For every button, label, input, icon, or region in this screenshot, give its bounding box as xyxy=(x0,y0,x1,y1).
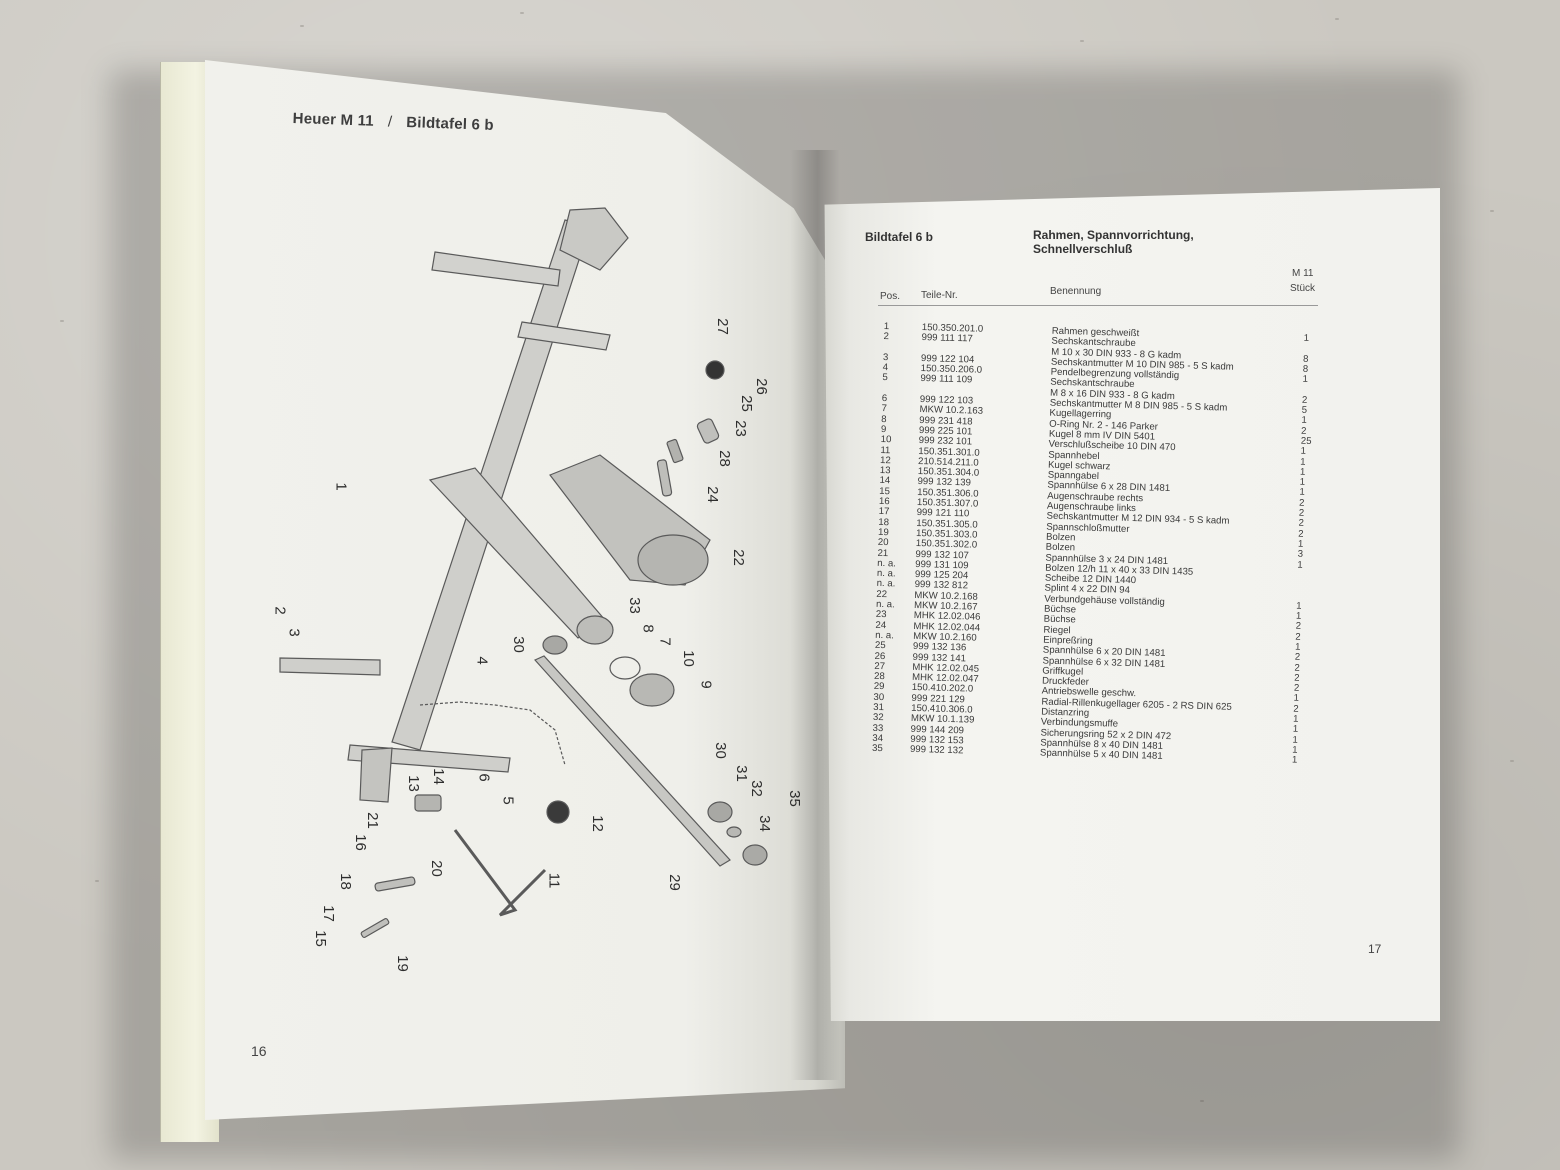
callout-5: 5 xyxy=(499,796,517,805)
callout-9: 9 xyxy=(697,680,715,689)
bearing-lower xyxy=(707,801,733,823)
kugel-schwarz xyxy=(546,800,570,824)
callout-30-upper: 30 xyxy=(509,636,527,653)
augenschraube xyxy=(360,918,390,938)
verbindungsmuffe xyxy=(742,844,768,866)
callout-4: 4 xyxy=(473,656,491,665)
callout-27: 27 xyxy=(713,318,731,335)
column-header-name: Benennung xyxy=(1050,286,1102,297)
callout-25: 25 xyxy=(737,395,755,412)
callout-6: 6 xyxy=(475,773,493,782)
spanngabel xyxy=(414,794,442,812)
callout-24: 24 xyxy=(703,486,721,503)
parts-row-pos: 35 xyxy=(871,743,883,755)
table-speck xyxy=(300,25,304,27)
callout-10: 10 xyxy=(679,650,697,667)
callout-30-lower: 30 xyxy=(711,742,729,759)
spannschloss xyxy=(374,876,416,892)
frame-top-bracket xyxy=(559,207,629,271)
parts-row-qty: 1 xyxy=(1291,754,1298,766)
callout-34: 34 xyxy=(755,815,773,832)
griffkugel xyxy=(705,360,725,380)
table-speck xyxy=(1335,18,1339,20)
header-rule xyxy=(878,305,1318,306)
callout-22: 22 xyxy=(729,549,747,566)
right-page xyxy=(824,188,1440,1021)
table-speck xyxy=(520,12,524,14)
callout-15: 15 xyxy=(311,930,329,947)
parts-list-title: Rahmen, Spannvorrichtung, Schnellverschl… xyxy=(1033,228,1194,256)
table-speck xyxy=(1200,1100,1204,1102)
callout-29: 29 xyxy=(665,874,683,891)
header-plate: Bildtafel 6 b xyxy=(405,113,495,135)
callout-11: 11 xyxy=(545,872,563,889)
callout-18: 18 xyxy=(336,873,354,890)
table-speck xyxy=(1490,210,1494,212)
callout-12: 12 xyxy=(588,815,606,832)
callout-8: 8 xyxy=(639,624,657,633)
bearing-upper xyxy=(542,635,568,655)
druckfeder xyxy=(666,438,684,464)
callout-2: 2 xyxy=(271,606,289,615)
callout-13: 13 xyxy=(404,775,422,792)
callout-20: 20 xyxy=(427,860,445,877)
table-speck xyxy=(1510,760,1514,762)
parts-list-plate-label: Bildtafel 6 b xyxy=(865,230,934,244)
column-header-part-no: Teile-Nr. xyxy=(921,290,958,301)
callout-19: 19 xyxy=(393,955,411,972)
frame-bottom-foot xyxy=(359,747,393,803)
left-page xyxy=(205,60,845,1120)
frame-tube-end xyxy=(576,615,614,645)
callout-1: 1 xyxy=(332,482,350,491)
callout-14: 14 xyxy=(429,768,447,785)
riegel xyxy=(656,459,673,497)
drive-shaft xyxy=(534,655,731,867)
callout-16: 16 xyxy=(351,834,369,851)
callout-32: 32 xyxy=(747,780,765,797)
callout-3: 3 xyxy=(285,628,303,637)
frame-lower-cross xyxy=(279,657,381,676)
page-number-left: 16 xyxy=(251,1043,267,1059)
callout-33: 33 xyxy=(625,597,643,614)
frame-upper-arm xyxy=(431,251,561,287)
callout-23: 23 xyxy=(731,420,749,437)
pendelbegrenzung-chain xyxy=(419,701,566,766)
gear-housing-flange xyxy=(637,534,709,586)
callout-21: 21 xyxy=(363,812,381,829)
distanzring xyxy=(726,826,742,838)
callout-26: 26 xyxy=(752,378,770,395)
parts-list-title-line1: Rahmen, Spannvorrichtung, xyxy=(1033,228,1194,242)
table-speck xyxy=(1080,40,1084,42)
frame-cross-arm xyxy=(517,321,611,351)
callout-7: 7 xyxy=(656,637,674,646)
o-ring xyxy=(609,656,641,680)
exploded-parts-diagram xyxy=(279,207,768,938)
column-header-model: M 11 xyxy=(1292,268,1314,279)
table-speck xyxy=(60,320,64,322)
spannhebel xyxy=(453,829,547,917)
column-header-qty: Stück xyxy=(1290,283,1316,294)
header-model: Heuer M 11 xyxy=(292,110,375,130)
buechse xyxy=(696,418,720,444)
parts-list-title-line2: Schnellverschluß xyxy=(1033,242,1133,256)
page-number-right: 17 xyxy=(1368,942,1382,956)
column-header-pos: Pos. xyxy=(880,291,901,302)
kugellagerring xyxy=(629,673,675,707)
header-separator: / xyxy=(387,113,393,131)
parts-row-part-no: 999 132 132 xyxy=(909,744,964,757)
callout-17: 17 xyxy=(319,905,337,922)
table-speck xyxy=(95,880,99,882)
callout-28: 28 xyxy=(715,450,733,467)
